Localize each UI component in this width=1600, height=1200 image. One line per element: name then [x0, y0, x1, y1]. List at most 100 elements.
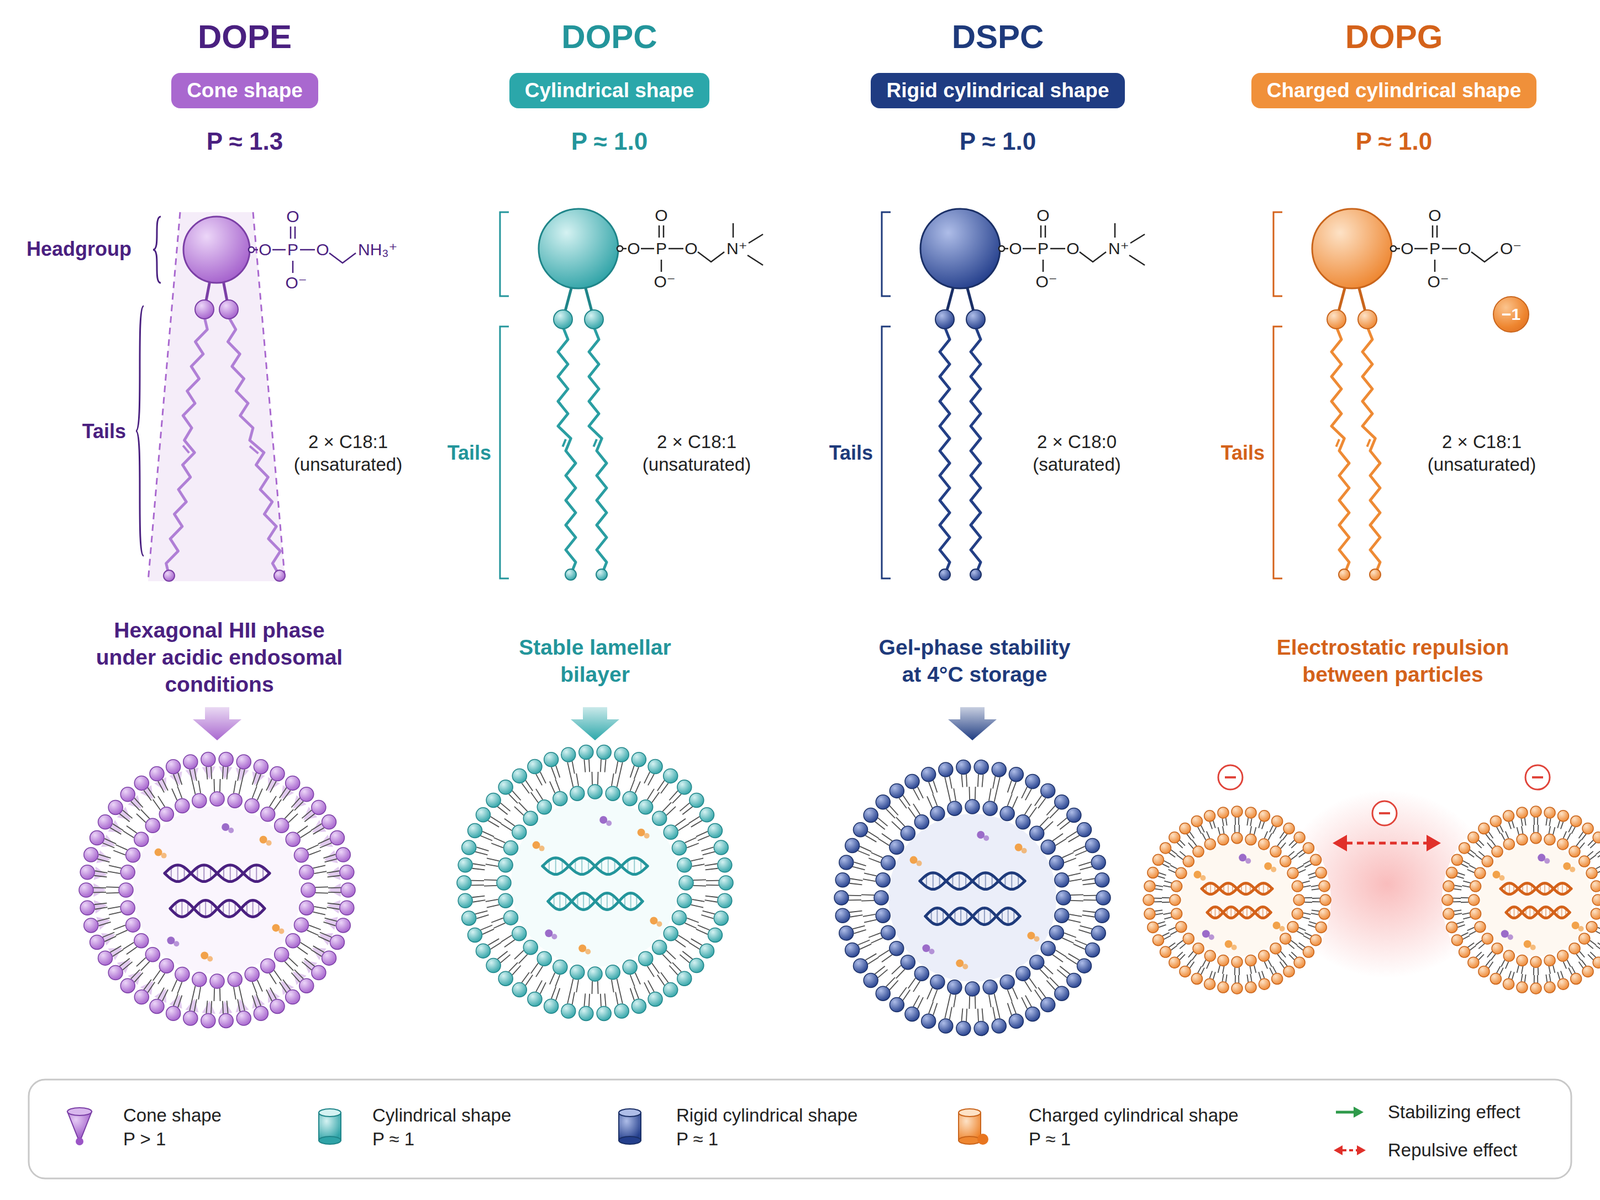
- lipid-tail: [1461, 885, 1470, 888]
- lipid-head: [1182, 855, 1194, 867]
- lipid-head: [677, 858, 692, 873]
- lipid-tail: [1571, 827, 1576, 834]
- lipid-tail: [1537, 817, 1539, 825]
- lipid-tail: [691, 820, 703, 828]
- cargo-molecule: [585, 949, 591, 955]
- lipid-head: [544, 752, 559, 767]
- lipid-tail: [1024, 803, 1032, 815]
- lipid-head: [192, 793, 207, 808]
- legend-cylinder-icon: [618, 1108, 641, 1145]
- lipid-head: [1544, 981, 1556, 993]
- lipid-tail: [1021, 786, 1028, 799]
- lipid-head: [496, 875, 512, 891]
- lipid-head: [527, 759, 542, 775]
- lipid-head: [1474, 867, 1486, 879]
- lipid-head: [982, 980, 998, 995]
- lipid-tail: [153, 970, 161, 981]
- lipid-tail: [859, 846, 872, 852]
- chemical-bond: [1114, 223, 1117, 238]
- lipid-tail: [1469, 930, 1476, 935]
- cargo-molecule: [266, 840, 272, 846]
- lipid-tail: [1485, 834, 1491, 841]
- lipid-head: [512, 768, 527, 783]
- lipid-head: [1315, 867, 1327, 879]
- lipid-tail: [313, 827, 325, 835]
- lipid-head: [663, 926, 678, 941]
- legend-repulsive-arrow: [1356, 1145, 1366, 1156]
- lipid-head: [537, 951, 552, 966]
- lipid-head: [1459, 842, 1471, 854]
- lipid-tail: [1179, 954, 1186, 960]
- lipid-head: [1169, 832, 1181, 844]
- lipid-head: [965, 981, 980, 997]
- atom-label: O: [654, 204, 668, 226]
- acyl-chain: [558, 327, 576, 575]
- lipid-tail: [662, 954, 672, 964]
- cargo-molecule: [166, 936, 175, 945]
- lipid-tail: [861, 894, 875, 896]
- lipid-tail: [1587, 954, 1594, 960]
- lipid-tail: [588, 993, 590, 1007]
- base-pair: [582, 892, 584, 910]
- lipid-tail: [1469, 865, 1476, 869]
- lipid-tail: [1186, 959, 1192, 966]
- lipid-name: DOPE: [197, 16, 292, 58]
- lipid-tail: [1080, 866, 1093, 871]
- lipid-tail: [669, 965, 678, 976]
- base-pair: [1214, 906, 1216, 918]
- lipid-tail: [480, 835, 493, 841]
- lipid-tail: [233, 986, 236, 1000]
- lipid-tail: [696, 929, 708, 935]
- lipid-head: [1451, 854, 1463, 866]
- lipid-tail: [1298, 943, 1305, 948]
- lipid-tail: [877, 817, 888, 826]
- lipid-tail: [1533, 817, 1535, 825]
- lipid-tail: [1201, 825, 1205, 833]
- lipid-tail: [323, 922, 336, 926]
- lipid-tail: [177, 995, 182, 1008]
- lipid-tail: [241, 769, 245, 782]
- cargo-molecule: [1033, 935, 1040, 942]
- lipid-tail: [1587, 840, 1594, 846]
- lipid-tail: [644, 771, 650, 784]
- chemical-bond: [1042, 259, 1045, 272]
- lipid-tail: [1501, 959, 1505, 967]
- lipid-tail: [1461, 864, 1469, 868]
- lipid-tail: [104, 838, 117, 845]
- lipid-tail: [1197, 966, 1202, 973]
- lipid-tail: [1545, 974, 1547, 983]
- lipid-head: [1169, 956, 1181, 968]
- lipid-tail: [252, 981, 257, 994]
- lipid-tail: [1176, 940, 1183, 945]
- lipid-tail: [206, 1000, 208, 1014]
- base-pair: [1245, 882, 1247, 894]
- lipid-tail: [1075, 940, 1087, 946]
- lipid-tail: [284, 809, 294, 819]
- lipid-tail: [95, 907, 108, 910]
- lipid-tail: [1222, 825, 1225, 834]
- lipid-head: [835, 872, 850, 888]
- lipid-head: [329, 934, 345, 950]
- lipid-tail: [1521, 966, 1524, 975]
- lipid-head: [1470, 908, 1482, 920]
- lipid-tail: [256, 774, 261, 787]
- lipid-tail: [1186, 834, 1192, 841]
- region-bracket: [153, 216, 161, 283]
- lipid-head: [340, 882, 356, 898]
- lipid-tail: [675, 818, 686, 826]
- lipid-head: [149, 998, 165, 1014]
- lipid-tail: [311, 949, 322, 957]
- lipid-tail: [1062, 852, 1075, 858]
- lipid-head: [1318, 908, 1330, 920]
- lipid-tail: [567, 991, 571, 1004]
- lipid-tail: [1068, 953, 1080, 961]
- lipid-head: [904, 1006, 920, 1021]
- lipid-tail: [1520, 818, 1523, 826]
- lipid-tail: [227, 766, 229, 780]
- lipid-head: [956, 1020, 971, 1036]
- lipid-tail: [313, 906, 327, 909]
- lipid-tail: [572, 761, 575, 775]
- chain-end: [163, 570, 175, 582]
- lipid-tail: [1302, 917, 1310, 920]
- lipid-tail: [1456, 921, 1464, 924]
